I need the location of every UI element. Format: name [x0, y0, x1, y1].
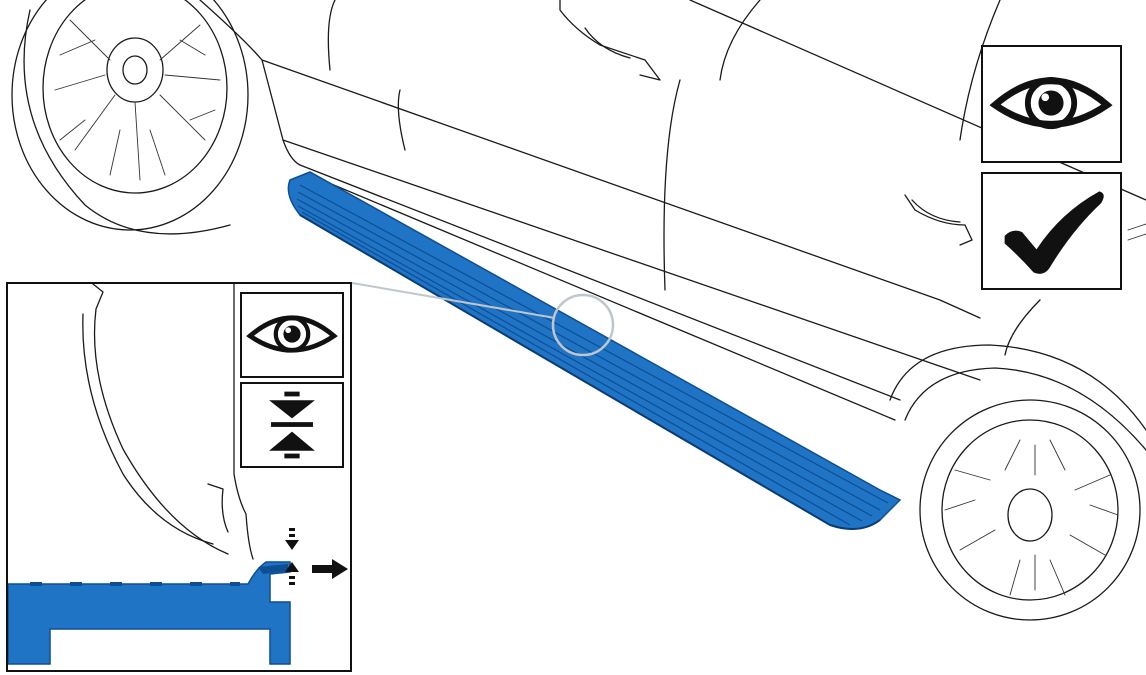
check-icon-box — [981, 172, 1122, 290]
detail-inset-panel — [6, 282, 352, 672]
pull-arrow-icon — [312, 559, 348, 579]
clamp-icon — [269, 391, 315, 459]
checkmark-icon — [1004, 191, 1104, 274]
inset-inspect-icon-box — [240, 292, 344, 378]
front-wheel — [889, 344, 1146, 621]
vehicle-body-lines — [199, 0, 1146, 421]
rear-wheel — [11, 0, 249, 235]
detail-callout — [351, 282, 615, 357]
eye-icon — [989, 76, 1113, 130]
inset-section-drawing — [8, 284, 291, 665]
eye-icon — [246, 315, 338, 353]
inset-clamp-icon-box — [240, 382, 344, 468]
clamp-arrows-icon — [285, 528, 299, 585]
inspect-icon-box — [981, 45, 1122, 163]
side-step-highlight — [287, 171, 902, 530]
